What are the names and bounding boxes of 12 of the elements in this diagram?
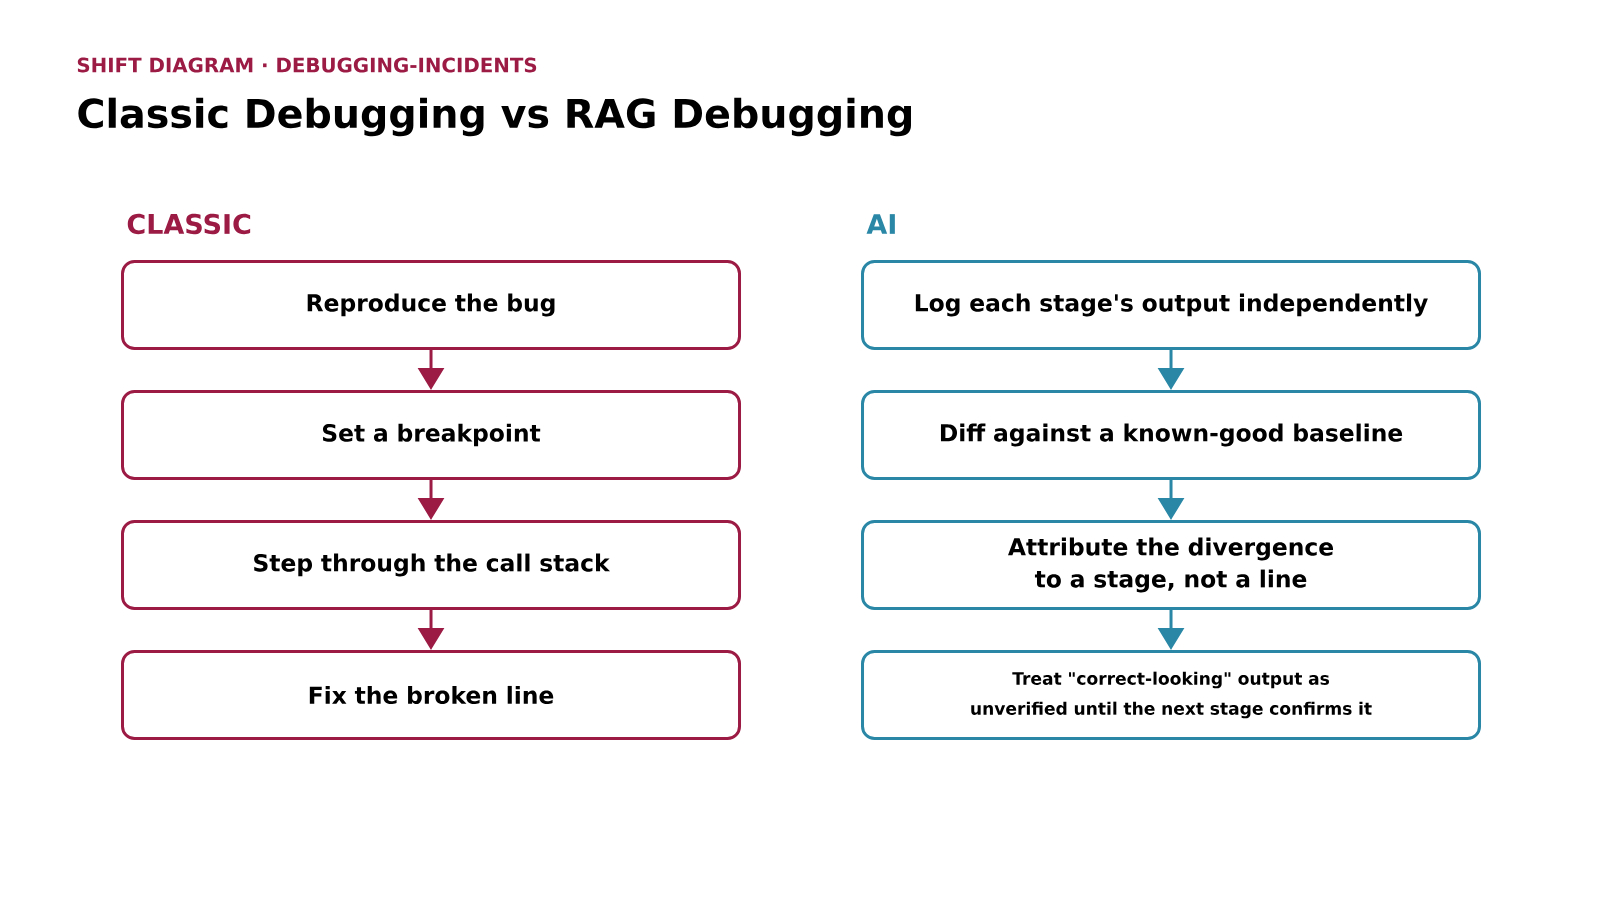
- step-box: Log each stage's output independently: [861, 260, 1481, 350]
- column-heading: CLASSIC: [127, 213, 251, 235]
- step-box: Set a breakpoint: [121, 390, 741, 480]
- step-box: Reproduce the bug: [121, 260, 741, 350]
- step-box: Treat "correct-looking" output as unverified until the next stage confirms it: [861, 650, 1481, 740]
- column-heading: AI: [866, 214, 895, 234]
- step-box: Attribute the divergence to a stage, not a line: [861, 520, 1481, 610]
- title: Classic Debugging vs RAG Debugging: [78, 97, 911, 137]
- kicker: SHIFT DIAGRAM · DEBUGGING-INCIDENTS: [77, 57, 537, 73]
- step-box: Diff against a known-good baseline: [861, 390, 1481, 480]
- step-box: Fix the broken line: [121, 650, 741, 740]
- step-box: Step through the call stack: [121, 520, 741, 610]
